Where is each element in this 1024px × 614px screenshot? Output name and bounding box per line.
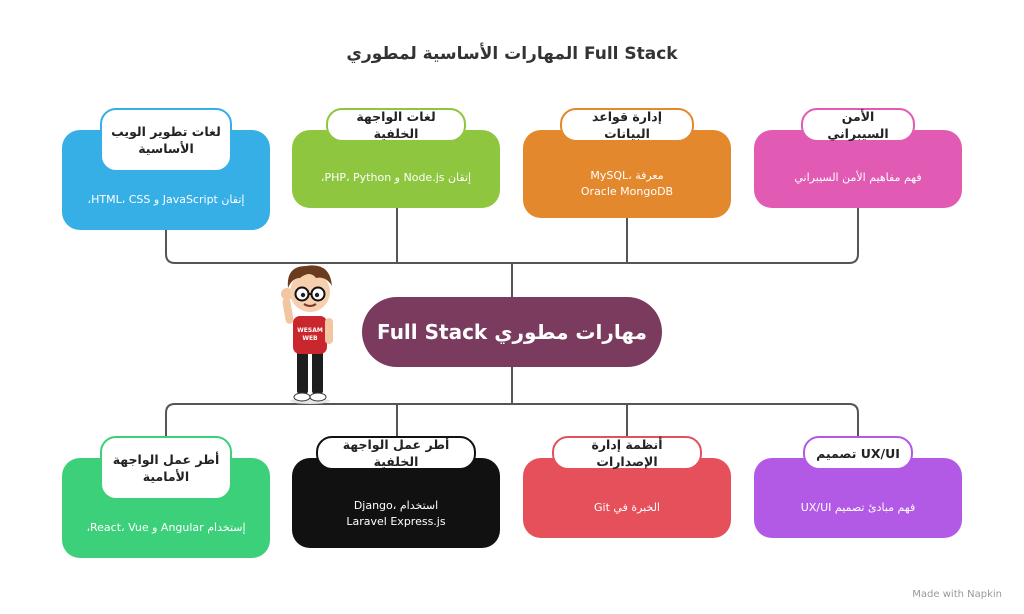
pill-databases: إدارة قواعد البيانات [560,108,694,142]
card-backend-frameworks: استخدام Django، Laravel Express.js [292,458,500,548]
card-cybersecurity-text: فهم مفاهيم الأمن السيبراني [794,171,922,184]
pill-uxui-design: UX/UI تصميم [803,436,913,470]
card-version-control: الخبرة في Git [523,458,731,538]
pill-version-control: أنظمة إدارة الإصدارات [552,436,702,470]
card-web-languages-text: إتقان JavaScript و HTML، CSS، [87,193,245,206]
card-uxui-design-text: فهم مبادئ تصميم UX/UI [800,501,916,514]
developer-character-icon: WESAM WEB [281,265,333,404]
card-uxui-design: فهم مبادئ تصميم UX/UI [754,458,962,538]
card-databases: معرفة MySQL، Oracle MongoDB [523,130,731,218]
svg-text:WESAM: WESAM [297,327,323,334]
card-frontend-frameworks-text: إستخدام Angular و React، Vue، [86,521,246,534]
svg-text:WEB: WEB [302,335,318,342]
pill-backend-frameworks: أطر عمل الواجهة الخلفية [316,436,476,470]
pill-cybersecurity: الأمن السيبراني [801,108,915,142]
pill-frontend-frameworks: أطر عمل الواجهة الأمامية [100,436,232,500]
card-databases-text: معرفة MySQL، Oracle MongoDB [580,169,674,198]
center-node: مهارات مطوري Full Stack [362,297,662,367]
card-cybersecurity: فهم مفاهيم الأمن السيبراني [754,130,962,208]
footer-credit: Made with Napkin [912,589,1002,600]
diagram-title: المهارات الأساسية لمطوري Full Stack [346,44,678,64]
card-version-control-text: الخبرة في Git [594,501,660,514]
card-backend-languages: إتقان Node.js و PHP، Python، [292,130,500,208]
card-backend-frameworks-text: استخدام Django، Laravel Express.js [346,499,446,528]
card-backend-languages-text: إتقان Node.js و PHP، Python، [320,171,472,184]
pill-backend-languages: لغات الواجهة الخلفية [326,108,466,142]
pill-web-languages: لغات تطوير الويب الأساسية [100,108,232,172]
